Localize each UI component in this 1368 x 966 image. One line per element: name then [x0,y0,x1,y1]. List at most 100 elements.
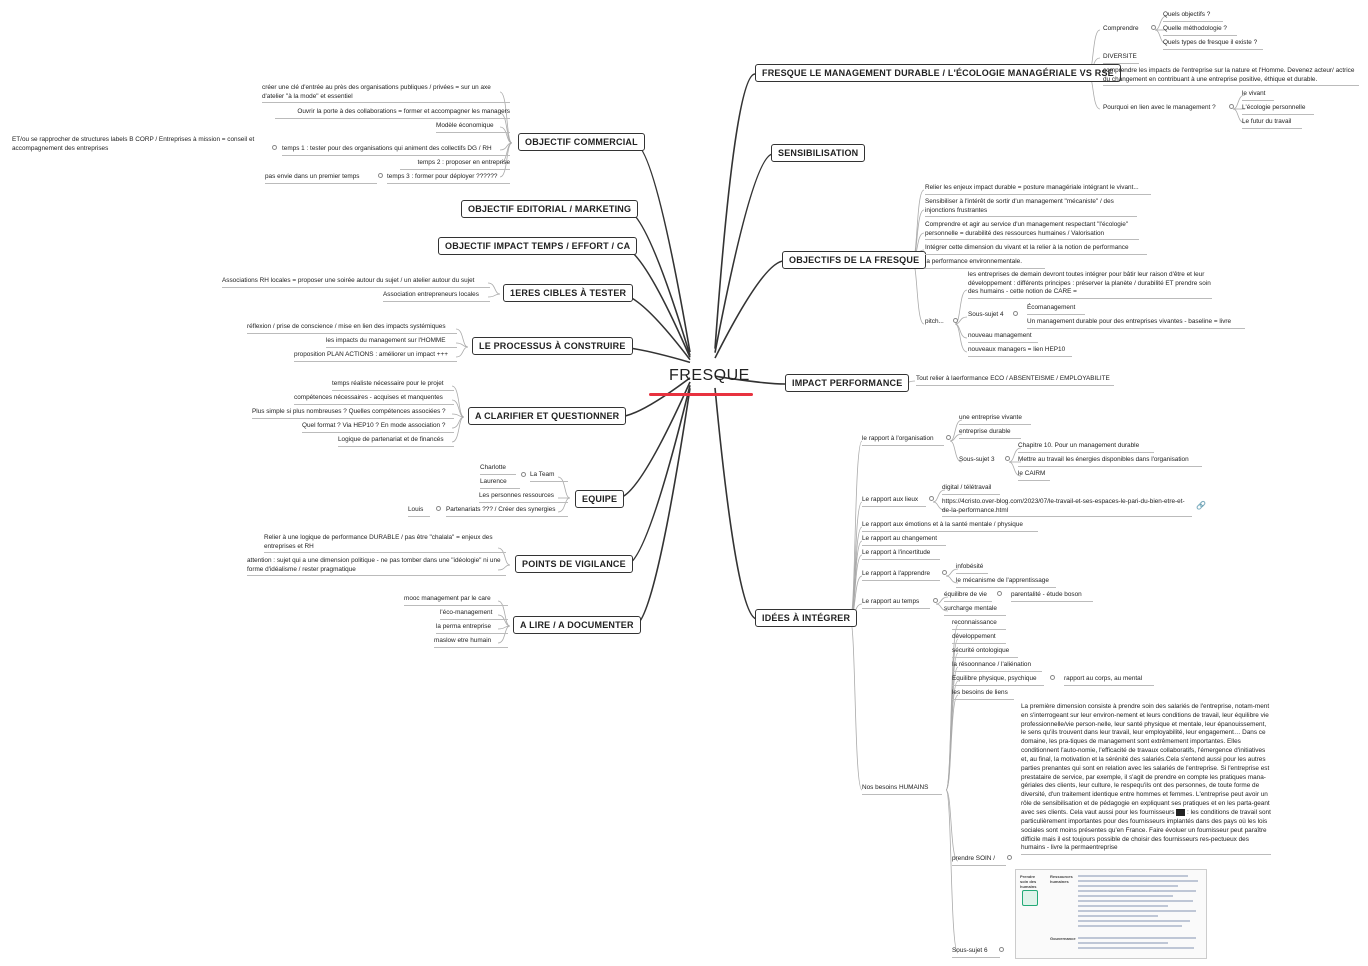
leaf-perf-relier[interactable]: Tout relier à laerformance ECO / ABSENTE… [916,375,1114,386]
leaf-rse-pourquoi[interactable]: Pourquoi en lien avec le management ? [1103,104,1216,111]
collapse-dot[interactable] [521,472,526,477]
collapse-dot[interactable] [999,947,1004,952]
leaf-idees-infobesite[interactable]: infobésité [956,563,988,574]
leaf-equipe-charlotte[interactable]: Charlotte [480,464,516,475]
collapse-dot[interactable] [929,496,934,501]
leaf-rse-types[interactable]: Quels types de fresque il existe ? [1163,39,1263,50]
collapse-dot[interactable] [1151,25,1156,30]
leaf-humains-corps[interactable]: rapport au corps, au mental [1064,675,1154,686]
leaf-idees-parentalite[interactable]: parentalité - étude boson [1011,591,1093,602]
leaf-idees-mecanisme[interactable]: le mécanisme de l'apprentissage [956,577,1056,588]
leaf-commercial-cle[interactable]: créer une clé d'entrée au près des organ… [262,84,510,104]
leaf-humains-developpement[interactable]: développement [952,633,1006,644]
leaf-idees-changement[interactable]: Le rapport au changement [862,535,946,546]
leaf-idees-durable[interactable]: entreprise durable [959,428,1021,439]
topic-objectif-commercial[interactable]: OBJECTIF COMMERCIAL [518,133,645,151]
leaf-clarifier-temps[interactable]: temps réaliste nécessaire pour le projet [332,380,454,391]
leaf-vigilance-politique[interactable]: attention : sujet qui a une dimension po… [247,557,506,577]
leaf-humains-liens[interactable]: les besoins de liens [952,689,1014,700]
collapse-dot[interactable] [953,318,958,323]
leaf-idees-lieux[interactable]: Le rapport aux lieux [862,496,926,507]
leaf-lire-eco[interactable]: l'éco-management [440,609,508,620]
leaf-objectifs-ecomanagement[interactable]: Écomanagement [1027,304,1085,315]
leaf-rse-futur[interactable]: Le futur du travail [1242,118,1302,129]
leaf-rse-objectifs[interactable]: Quels objectifs ? [1163,11,1223,22]
collapse-dot[interactable] [436,506,441,511]
collapse-dot[interactable] [942,570,947,575]
leaf-humains-equilibre[interactable]: Equilibre physique, psychique [952,675,1044,686]
leaf-idees-url[interactable]: https://4cristo.over-blog.com/2023/07/le… [942,498,1192,518]
leaf-humains-sous6[interactable]: Sous-sujet 6 [952,947,1000,958]
leaf-idees-digital[interactable]: digital / télétravail [942,484,1000,495]
leaf-idees-vivante[interactable]: une entreprise vivante [959,414,1031,425]
leaf-objectifs-integrer[interactable]: Intégrer cette dimension du vivant et la… [925,244,1147,255]
leaf-clarifier-format[interactable]: Quel format ? Via HEP10 ? En mode associ… [302,422,454,433]
topic-equipe[interactable]: EQUIPE [575,490,625,508]
leaf-clarifier-plussimple[interactable]: Plus simple si plus nombreuses ? Quelles… [252,408,454,419]
leaf-commercial-pasenvie[interactable]: pas envie dans un premier temps [265,173,377,184]
leaf-idees-emotions[interactable]: Le rapport aux émotions et à la santé me… [862,521,1038,532]
leaf-objectifs-comprendre[interactable]: Comprendre et agir au service d'un manag… [925,221,1139,241]
leaf-lire-maslow[interactable]: maslow etre humain [434,637,508,648]
collapse-dot[interactable] [378,173,383,178]
central-topic[interactable]: FRESQUE [669,367,750,384]
leaf-lire-mooc[interactable]: mooc management par le care [404,595,508,606]
leaf-commercial-modele[interactable]: Modèle économique [436,122,510,133]
leaf-equipe-louis[interactable]: Louis [408,506,430,517]
leaf-idees-incertitude[interactable]: Le rapport à l'incertitude [862,549,940,560]
leaf-humains-prendre-soin[interactable]: prendre SOIN / [952,855,1006,866]
leaf-lire-perma[interactable]: la perma entreprise [436,623,508,634]
collapse-dot[interactable] [997,591,1002,596]
topic-objectifs[interactable]: OBJECTIFS DE LA FRESQUE [782,251,927,269]
topic-cibles[interactable]: 1ERES CIBLES À TESTER [503,284,634,302]
collapse-dot[interactable] [1050,675,1055,680]
leaf-humains-resonance[interactable]: la résoonnance / l'aliénation [952,661,1042,672]
leaf-vigilance-performance[interactable]: Relier à une logique de performance DURA… [264,534,506,554]
leaf-commercial-porte[interactable]: Ouvrir la porte à des collaborations = f… [275,108,510,119]
leaf-idees-surcharge[interactable]: surcharge mentale [944,605,1006,616]
leaf-objectifs-pitch-text[interactable]: les entreprises de demain devront toutes… [968,271,1212,299]
leaf-idees-apprendre[interactable]: Le rapport à l'apprendre [862,570,940,581]
leaf-idees-humains[interactable]: Nos besoins HUMAINS [862,784,942,795]
topic-a-lire[interactable]: A LIRE / A DOCUMENTER [513,616,641,634]
leaf-objectifs-nouveau-mgt[interactable]: nouveau management [968,332,1038,343]
leaf-humains-reconnaissance[interactable]: reconnaissance [952,619,1006,630]
leaf-clarifier-partenariat[interactable]: Logique de partenariat et de financés [338,436,454,447]
embedded-image-thumbnail[interactable]: Prendre soin des humains Ressources huma… [1015,869,1207,959]
leaf-humains-securite[interactable]: sécurité ontologique [952,647,1018,658]
leaf-idees-cairm[interactable]: le CAIRM [1018,470,1050,481]
topic-clarifier[interactable]: A CLARIFIER ET QUESTIONNER [468,407,627,425]
leaf-commercial-bcorp[interactable]: ET/ou se rapprocher de structures labels… [12,136,255,152]
leaf-idees-energies[interactable]: Mettre au travail les énergies disponibl… [1018,456,1202,467]
leaf-idees-organisation[interactable]: le rapport à l'organisation [862,435,944,446]
collapse-dot[interactable] [1005,456,1010,461]
topic-vigilance[interactable]: POINTS DE VIGILANCE [515,555,633,573]
link-icon[interactable]: 🔗 [1196,501,1206,510]
leaf-rse-comprendre[interactable]: Comprendre [1103,25,1139,32]
leaf-clarifier-competences[interactable]: compétences nécessaires - acquises et ma… [294,394,454,405]
leaf-processus-reflexion[interactable]: réflexion / prise de conscience / mise e… [247,323,457,334]
topic-rse[interactable]: FRESQUE LE MANAGEMENT DURABLE / L'ÉCOLOG… [755,64,1121,82]
leaf-objectifs-sous4[interactable]: Sous-sujet 4 [968,311,1004,318]
leaf-idees-chapitre10[interactable]: Chapitre 10. Pour un management durable [1018,442,1154,453]
leaf-rse-diversite[interactable]: DIVERSITE [1103,53,1139,64]
leaf-idees-equilibre-vie[interactable]: équilibre de vie [944,591,992,602]
leaf-rse-ecologie[interactable]: L'écologie personnelle [1242,104,1314,115]
leaf-rse-methodologie[interactable]: Quelle méthodologie ? [1163,25,1237,36]
leaf-commercial-temps3[interactable]: temps 3 : former pour déployer ?????? [387,173,510,184]
leaf-idees-sous3[interactable]: Sous-sujet 3 [959,456,995,463]
leaf-commercial-temps2[interactable]: temps 2 : proposer en entreprise [400,159,510,170]
leaf-objectifs-nouveaux-mgrs[interactable]: nouveaux managers = lien HEP10 [968,346,1072,357]
leaf-idees-temps[interactable]: Le rapport au temps [862,598,930,609]
leaf-cibles-rh[interactable]: Associations RH locales = proposer une s… [222,277,490,288]
topic-impact-performance[interactable]: IMPACT PERFORMANCE [785,374,910,392]
collapse-dot[interactable] [1013,311,1018,316]
leaf-objectifs-baseline[interactable]: Un management durable pour des entrepris… [1027,318,1245,329]
leaf-processus-impacts[interactable]: les impacts du management sur l'HOMME [326,337,457,348]
leaf-equipe-partenariats[interactable]: Partenariats ??? / Créer des synergies [446,506,568,517]
leaf-equipe-ressources[interactable]: Les personnes ressources [479,492,568,503]
leaf-rse-vivant[interactable]: le vivant [1242,90,1274,101]
leaf-objectifs-pitch[interactable]: pitch... [925,318,944,325]
leaf-processus-plan[interactable]: proposition PLAN ACTIONS : améliorer un … [294,351,457,362]
topic-objectif-editorial[interactable]: OBJECTIF EDITORIAL / MARKETING [461,200,639,218]
